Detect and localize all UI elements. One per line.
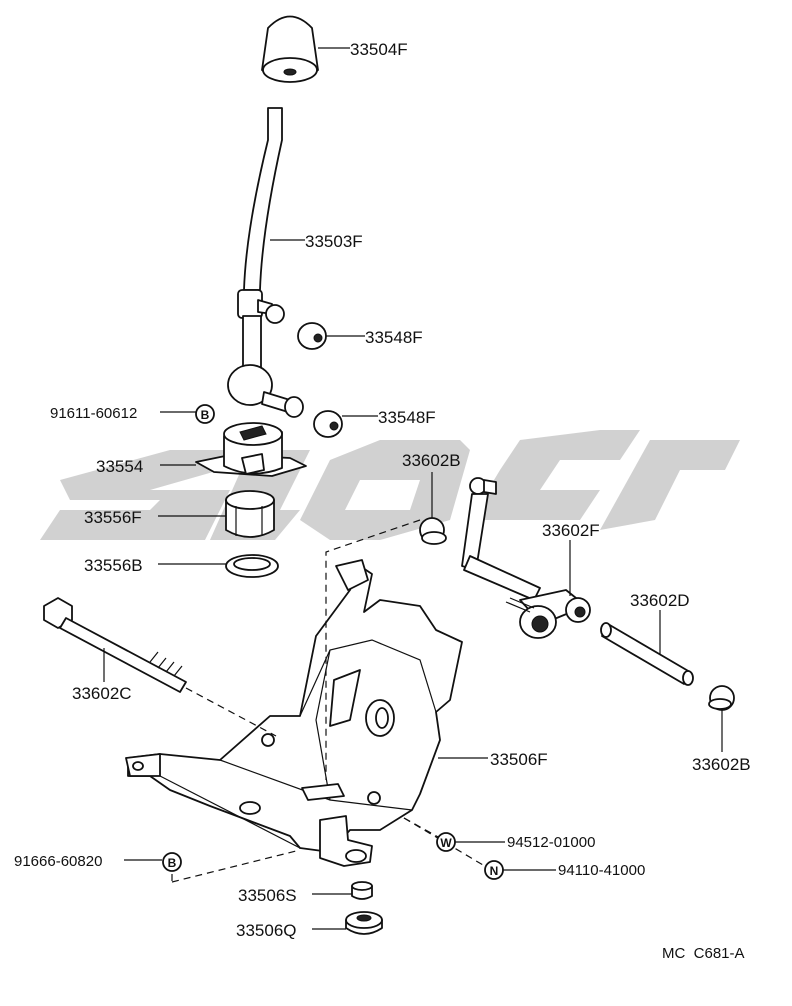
label-33506q: 33506Q	[236, 921, 297, 940]
bushing-right-bottom	[708, 685, 735, 711]
label-94110-41000: 94110-41000	[558, 862, 645, 879]
label-33602b-bottom: 33602B	[692, 755, 751, 774]
bolt-long	[43, 597, 187, 693]
watermark-logo	[40, 430, 740, 540]
label-33506s: 33506S	[238, 886, 297, 905]
label-94512-01000: 94512-01000	[507, 834, 595, 851]
svg-text:N: N	[490, 864, 499, 878]
label-33556b: 33556B	[84, 556, 143, 575]
retainer	[195, 422, 307, 477]
svg-text:B: B	[168, 856, 177, 870]
label-33504f: 33504F	[350, 40, 408, 59]
pin	[600, 622, 694, 686]
cushion	[345, 911, 383, 935]
catalog-code: MC C681-A	[662, 945, 745, 962]
label-33506f: 33506F	[490, 750, 548, 769]
label-33548f-upper: 33548F	[365, 328, 423, 347]
b-symbol-lower: B	[162, 852, 182, 872]
housing-bracket	[125, 559, 463, 867]
label-33602f: 33602F	[542, 521, 600, 540]
label-33602d: 33602D	[630, 591, 690, 610]
n-symbol: N	[484, 860, 504, 880]
seat	[225, 490, 275, 538]
svg-text:W: W	[440, 836, 452, 850]
label-33602c: 33602C	[72, 684, 132, 703]
ring	[225, 554, 279, 578]
label-33602b-top: 33602B	[402, 451, 461, 470]
bushing-upper	[297, 322, 327, 350]
label-91666-60820: 91666-60820	[14, 853, 102, 870]
shift-lever	[227, 107, 304, 418]
bushing-lower	[313, 410, 343, 438]
label-33556f: 33556F	[84, 508, 142, 527]
select-lever	[461, 477, 591, 639]
b-symbol-upper: B	[195, 404, 215, 424]
label-91611-60612: 91611-60612	[50, 405, 137, 422]
shift-knob	[261, 15, 319, 83]
collar	[351, 881, 373, 900]
svg-text:B: B	[201, 408, 210, 422]
label-33503f: 33503F	[305, 232, 363, 251]
w-symbol: W	[436, 832, 456, 852]
label-33548f-lower: 33548F	[378, 408, 436, 427]
label-33554: 33554	[96, 457, 143, 476]
